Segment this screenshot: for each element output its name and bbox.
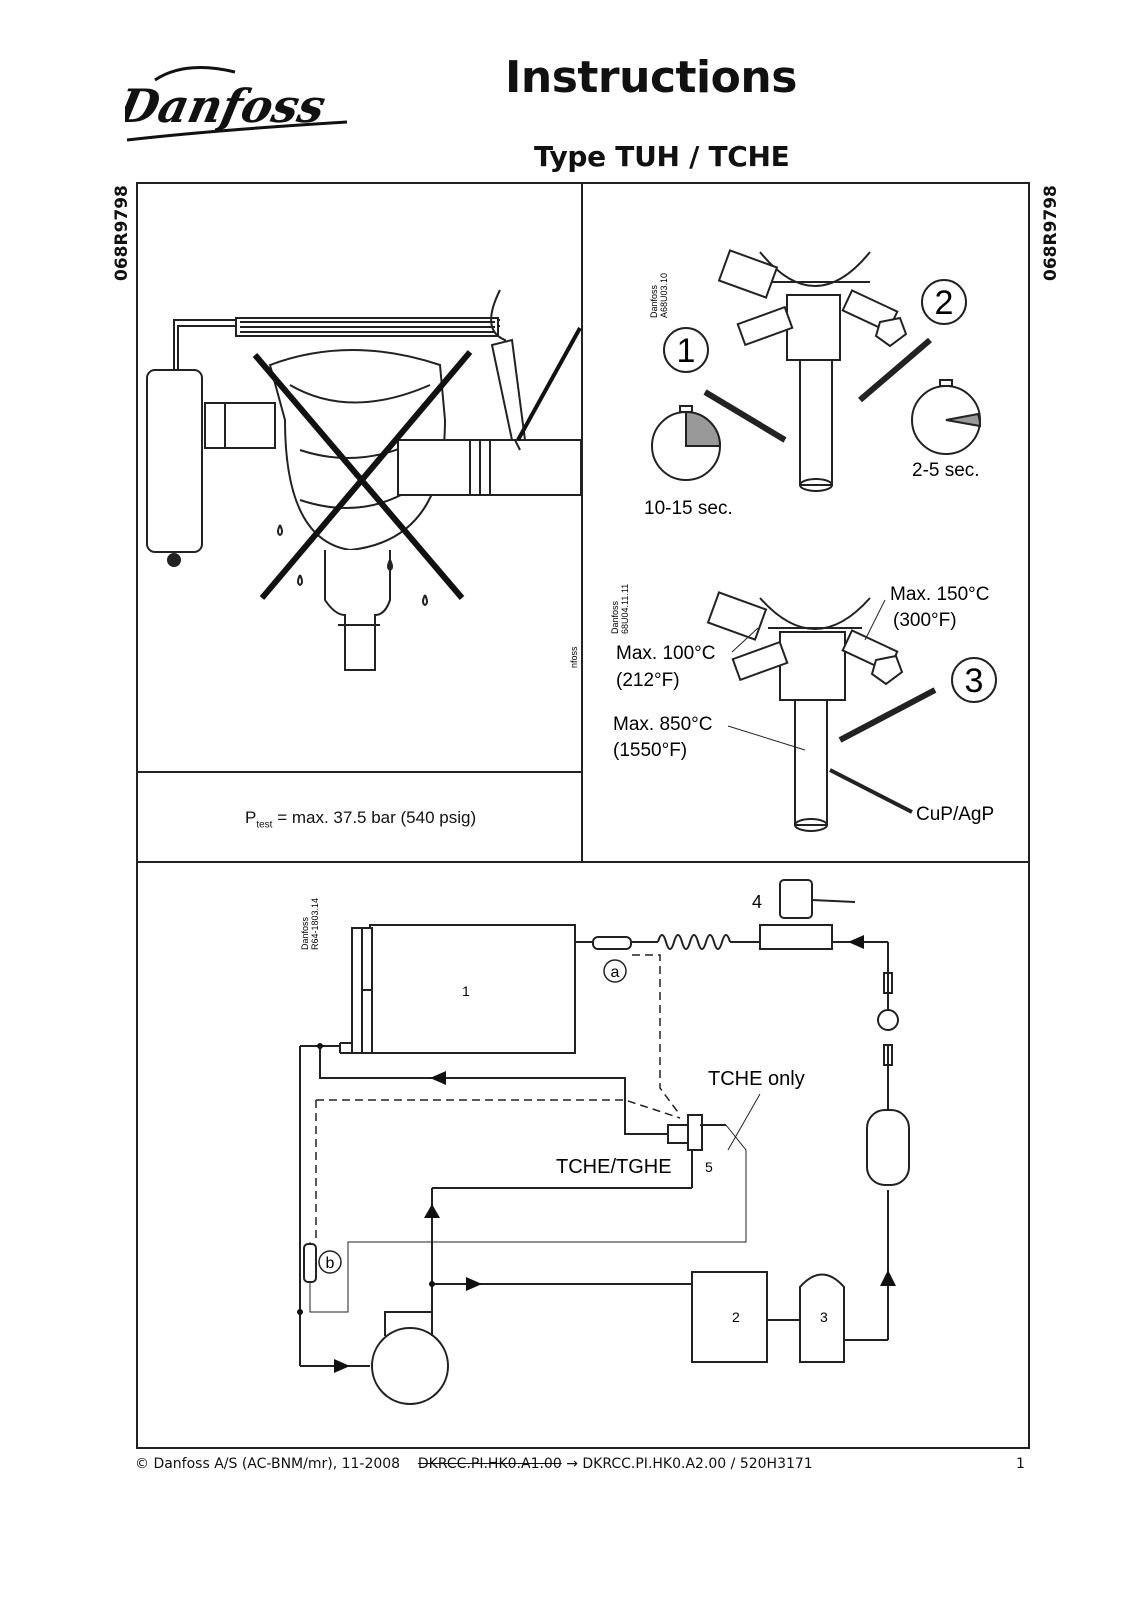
cross-mark — [252, 350, 473, 600]
brazing-steps-illustration — [651, 249, 982, 492]
system-schematic — [299, 879, 910, 1405]
danfoss-logo: Danfoss — [125, 66, 348, 142]
drawing-id-3: Danfoss — [300, 916, 310, 950]
max150f-label: (300°F) — [893, 610, 957, 631]
max150-label: Max. 150°C — [890, 584, 989, 605]
time-step-2: 2-5 sec. — [912, 460, 980, 481]
flow-arrows — [334, 935, 896, 1373]
drawing-id-3b: R64-1803.14 — [310, 898, 320, 950]
footer-old-code: DKRCC.PI.HK0.A1.00 — [417, 1456, 562, 1472]
max100-label: Max. 100°C — [616, 643, 715, 664]
solder-label: CuP/AgP — [916, 804, 994, 825]
step-1-number: 1 — [677, 332, 696, 370]
drawing-id-2b: 68U04.11.11 — [620, 584, 630, 634]
max850f-label: (1550°F) — [613, 740, 687, 761]
drawing-id-1b: A68U03.10 — [659, 273, 669, 318]
max100f-label: (212°F) — [616, 670, 680, 691]
max850-label: Max. 850°C — [613, 714, 712, 735]
test-pressure-note: Ptest = max. 37.5 bar (540 psig) — [245, 808, 477, 831]
num-3: 3 — [820, 1309, 828, 1325]
time-step-1: 10-15 sec. — [644, 498, 733, 519]
step-2-number: 2 — [935, 284, 954, 322]
cut-label: nfoss — [569, 646, 579, 668]
tche-only-label: TCHE only — [708, 1068, 805, 1090]
num-5: 5 — [705, 1159, 713, 1175]
page-subtitle: Type TUH / TCHE — [534, 140, 790, 173]
footer: © Danfoss A/S (AC-BNM/mr), 11-2008 DKRCC… — [135, 1456, 813, 1472]
tche-tghe-label: TCHE/TGHE — [556, 1156, 672, 1178]
drawing-id-1: Danfoss — [649, 284, 659, 318]
page-title: Instructions — [505, 52, 797, 103]
step-3-number: 3 — [965, 662, 984, 700]
footer-arrow: → — [566, 1456, 578, 1472]
num-2: 2 — [732, 1309, 740, 1325]
num-4: 4 — [752, 892, 762, 912]
page-number: 1 — [1016, 1456, 1025, 1472]
brazing-temperatures-illustration — [706, 591, 997, 832]
footer-new-code: DKRCC.PI.HK0.A2.00 / 520H3171 — [582, 1456, 813, 1472]
valve-wrong-illustration — [146, 289, 582, 671]
drawing-id-2: Danfoss — [610, 600, 620, 634]
num-1: 1 — [462, 983, 470, 999]
label-b: b — [326, 1255, 335, 1272]
footer-copyright: © Danfoss A/S (AC-BNM/mr), 11-2008 — [135, 1456, 401, 1472]
label-a: a — [611, 964, 620, 981]
